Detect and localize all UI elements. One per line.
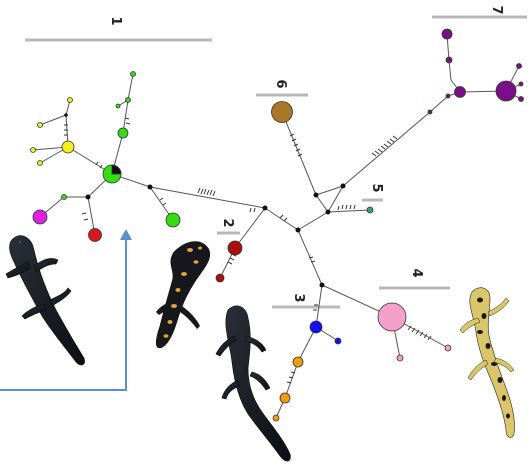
haplotype-node: [366, 206, 374, 214]
haplotype-node: [115, 103, 121, 109]
cluster-3-nodes: [272, 320, 342, 422]
cluster-6-nodes: [271, 101, 293, 123]
cluster-1-hub-node: [102, 164, 122, 184]
haplotype-node: [292, 356, 304, 368]
cluster-5-nodes: [366, 206, 374, 214]
haplotype-node: [117, 127, 129, 139]
mutation-ticks: [64, 117, 432, 384]
haplotype-node: [377, 302, 407, 332]
haplotype-node: [125, 97, 131, 103]
haplotype-node: [271, 101, 293, 123]
haplotype-node: [272, 414, 280, 422]
haplotype-node: [441, 28, 453, 40]
haplotype-node: [67, 97, 73, 103]
cluster-3-label: 3: [291, 293, 306, 302]
salamander-black-left-illustration: [5, 235, 85, 366]
haplotype-node: [454, 86, 466, 98]
haplotype-node: [495, 80, 517, 102]
haplotype-node: [445, 56, 453, 64]
haplotype-node: [215, 273, 225, 283]
salamander-black-center-illustration: [215, 305, 291, 462]
haplotype-node: [518, 96, 524, 102]
cluster-2-label: 2: [220, 218, 235, 227]
blue-arrow: [0, 229, 132, 391]
cluster-1-nodes: [30, 71, 181, 242]
haplotype-node: [32, 209, 48, 225]
cluster-4-nodes: [377, 302, 452, 362]
haplotype-node: [30, 147, 36, 153]
haplotype-node: [518, 81, 524, 87]
cluster-1-label: 1: [108, 16, 123, 25]
haplotype-node: [279, 392, 291, 404]
haplotype-node: [37, 122, 43, 128]
cluster-2-nodes: [215, 240, 243, 283]
cluster-7-label: 7: [489, 5, 504, 14]
haplotype-node: [37, 160, 43, 166]
cluster-4-label: 4: [409, 268, 424, 277]
salamander-spotted-middle-illustration: [155, 241, 211, 349]
haplotype-node: [227, 240, 243, 256]
haplotype-node: [445, 93, 451, 99]
haplotype-node: [130, 71, 136, 77]
haplotype-node: [309, 320, 323, 334]
cluster-7-nodes: [427, 28, 524, 115]
haplotype-node: [444, 344, 452, 352]
cluster-labels: 1 2 3 4 5 6 7: [108, 5, 504, 302]
salamander-yellow-right-illustration: [459, 287, 515, 438]
haplotype-node: [88, 228, 102, 242]
haplotype-node: [396, 354, 404, 362]
median-vectors: [64, 113, 346, 288]
haplotype-node: [61, 140, 75, 154]
network-edges: [32, 33, 522, 419]
haplotype-node: [165, 212, 181, 228]
cluster-6-label: 6: [273, 79, 288, 88]
haplotype-node: [427, 109, 433, 115]
haplotype-node: [334, 337, 342, 345]
haplotype-node: [516, 63, 522, 69]
cluster-bars: [25, 15, 527, 309]
haplotype-node: [61, 194, 67, 200]
cluster-5-label: 5: [369, 183, 384, 192]
